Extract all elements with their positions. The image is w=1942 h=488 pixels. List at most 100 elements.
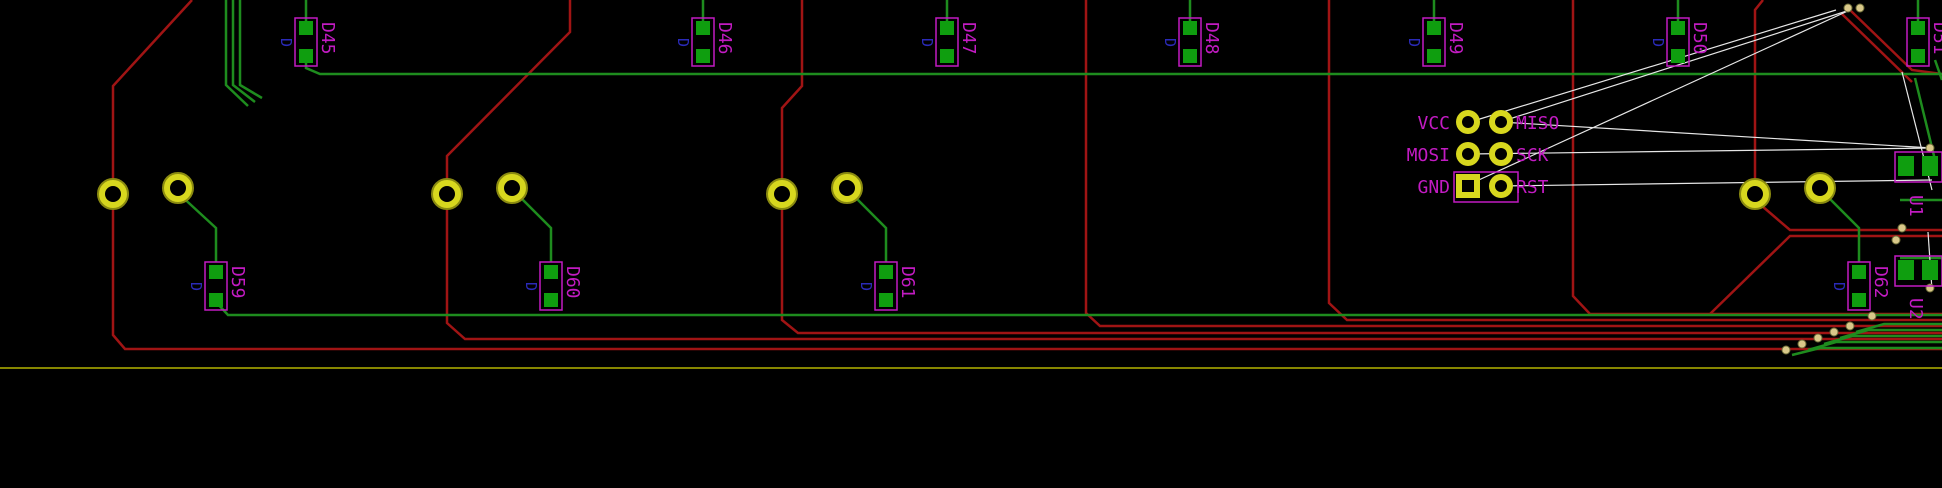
diode-pad-anode xyxy=(940,21,954,35)
ratsnest-5 xyxy=(1469,147,1933,155)
isp-label-sck: SCK xyxy=(1516,145,1549,166)
trace-back-bus-1 xyxy=(1791,346,1942,357)
switch-pad-a2 xyxy=(162,172,194,204)
diode-outline xyxy=(874,261,898,311)
via-11 xyxy=(1797,339,1807,349)
diode-pad-anode xyxy=(1427,21,1441,35)
diode-outline xyxy=(204,261,228,311)
via-12 xyxy=(1781,345,1791,355)
u1-pad-b xyxy=(1922,156,1938,176)
switch-pad-b1 xyxy=(431,178,463,210)
via-6 xyxy=(1925,283,1935,293)
diode-pad-cathode xyxy=(1183,49,1197,63)
trace-back-right-2 xyxy=(1933,59,1942,81)
trace-front-3 xyxy=(780,0,1942,335)
diode-pad-cathode xyxy=(1671,49,1685,63)
isp-pad-rst xyxy=(1489,174,1513,198)
diode-pad-cathode xyxy=(696,49,710,63)
trace-front-9 xyxy=(1849,9,1942,76)
diode-ref-label: D62 xyxy=(1870,266,1891,299)
diode-outline xyxy=(1847,261,1871,311)
diode-ref-label: D49 xyxy=(1445,22,1466,55)
trace-back-bus-5 xyxy=(1855,322,1942,334)
trace-front-2 xyxy=(445,0,1942,341)
trace-front-10 xyxy=(1841,13,1913,83)
diode-ref-label: D61 xyxy=(897,266,918,299)
diode-ref-label: D60 xyxy=(562,266,583,299)
via-8 xyxy=(1845,321,1855,331)
diode-value-label: D xyxy=(857,282,875,291)
right-edge-ic-footprints: U1 U2 xyxy=(1894,151,1942,320)
diode-pad-cathode xyxy=(209,293,223,307)
diode-value-label: D xyxy=(1830,282,1848,291)
ratsnest-4 xyxy=(1499,121,1933,149)
diode-pad-anode xyxy=(299,21,313,35)
diode-value-label: D xyxy=(674,38,692,47)
diode-ref-label: D59 xyxy=(227,266,248,299)
diode-d46: D46 D xyxy=(674,17,735,67)
diode-outline xyxy=(1422,17,1446,67)
front-copper-traces xyxy=(111,0,1942,351)
via-9 xyxy=(1829,327,1839,337)
diode-d45: D45 D xyxy=(277,17,338,67)
u2-pad-a xyxy=(1898,260,1914,280)
diode-d51: D51 xyxy=(1906,17,1942,67)
diode-d62: D62 D xyxy=(1830,261,1891,311)
switch-pad-d1 xyxy=(1739,178,1771,210)
diode-outline xyxy=(1178,17,1202,67)
isp-label-vcc: VCC xyxy=(1417,113,1450,134)
isp-pad-sck xyxy=(1489,142,1513,166)
diode-pad-cathode xyxy=(940,49,954,63)
diode-outline xyxy=(294,17,318,67)
vias xyxy=(1781,3,1935,355)
trace-back-bundle-2 xyxy=(231,0,256,103)
via-7 xyxy=(1867,311,1877,321)
diode-pad-cathode xyxy=(299,49,313,63)
u1-pad-a xyxy=(1898,156,1914,176)
switch-pad-c1 xyxy=(766,178,798,210)
ratsnest-6 xyxy=(1499,179,1933,187)
u2-label: U2 xyxy=(1905,298,1926,320)
isp-label-mosi: MOSI xyxy=(1407,145,1450,166)
ratsnest-2 xyxy=(1469,9,1851,185)
trace-front-4 xyxy=(1084,0,1942,328)
diode-pad-cathode xyxy=(544,293,558,307)
diode-pad-cathode xyxy=(879,293,893,307)
diode-d60: D60 D xyxy=(522,261,583,311)
diode-value-label: D xyxy=(1649,38,1667,47)
via-2 xyxy=(1855,3,1865,13)
diode-outline xyxy=(691,17,715,67)
diode-pad-anode xyxy=(1911,21,1925,35)
trace-back-bus-4 xyxy=(1839,328,1942,340)
diode-pad-cathode xyxy=(1852,293,1866,307)
trace-back-d59-in xyxy=(177,192,218,262)
via-5 xyxy=(1891,235,1901,245)
diode-value-label: D xyxy=(522,282,540,291)
through-hole-pads xyxy=(97,172,1836,210)
trace-front-5 xyxy=(1327,0,1942,322)
diode-value-label: D xyxy=(277,38,295,47)
switch-pad-d2 xyxy=(1804,172,1836,204)
diode-ref-label: D48 xyxy=(1201,22,1222,55)
switch-pad-a1 xyxy=(97,178,129,210)
diode-pad-anode xyxy=(1183,21,1197,35)
isp-pin1-outline xyxy=(1453,171,1519,203)
diode-ref-label: D51 xyxy=(1929,22,1942,55)
diode-value-label: D xyxy=(918,38,936,47)
diode-ref-label: D45 xyxy=(317,22,338,55)
trace-front-1 xyxy=(111,0,1942,351)
diode-outline xyxy=(539,261,563,311)
diode-pad-anode xyxy=(209,265,223,279)
diode-ref-label: D46 xyxy=(714,22,735,55)
u1-outline xyxy=(1894,151,1942,183)
diode-pad-cathode xyxy=(1427,49,1441,63)
diode-pad-cathode xyxy=(1911,49,1925,63)
